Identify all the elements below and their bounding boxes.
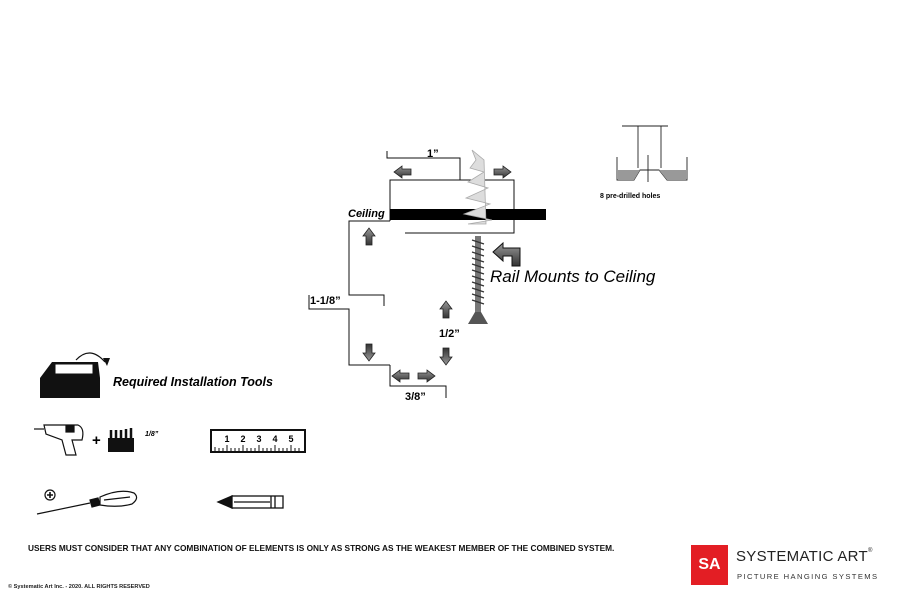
logo-name: SYSTEMATIC ART®: [736, 548, 873, 565]
mount-label: Rail Mounts to Ceiling: [490, 267, 656, 286]
width-dimension: [386, 151, 461, 180]
arrow-left-icon: [391, 369, 410, 383]
depth-label: 3/8”: [405, 391, 426, 403]
ruler-number: 3: [256, 434, 261, 444]
toolbox-icon: [40, 352, 110, 398]
countersink-hole-detail: [616, 125, 688, 182]
arrow-left-icon: [393, 165, 412, 179]
drywall-anchor-icon: [462, 149, 493, 225]
drill-bit-size: 1/8”: [145, 431, 159, 438]
logo-name-text: SYSTEMATIC ART: [736, 548, 869, 565]
phillips-screwdriver-icon: [36, 489, 138, 515]
hook-label: 1/2”: [439, 328, 460, 340]
drill-bits-icon: [108, 428, 134, 452]
arrow-right-icon: [493, 165, 512, 179]
tools-title: Required Installation Tools: [113, 375, 273, 389]
height-label: 1-1/8”: [310, 295, 341, 307]
arrow-up-icon: [439, 300, 453, 319]
ruler-number: 5: [288, 434, 293, 444]
ruler-number: 4: [272, 434, 277, 444]
ruler-number: 2: [240, 434, 245, 444]
arrow-right-icon: [417, 369, 436, 383]
logo-tagline: PICTURE HANGING SYSTEMS: [737, 572, 879, 581]
screw-icon: [468, 236, 488, 324]
copyright: © Systematic Art Inc. - 2020. ALL RIGHTS…: [8, 584, 150, 590]
rail-profile: [389, 179, 515, 234]
safety-warning: USERS MUST CONSIDER THAT ANY COMBINATION…: [28, 543, 615, 553]
height-dimension: [308, 220, 390, 366]
mount-arrow-icon: [492, 241, 521, 267]
holes-label: 8 pre-drilled holes: [600, 193, 660, 200]
drill-icon: [34, 424, 84, 456]
ruler-icon: [210, 429, 306, 453]
depth-dimension: [389, 365, 447, 398]
arrow-up-icon: [362, 227, 376, 246]
logo-mark: SA: [691, 545, 728, 585]
ceiling-label: Ceiling: [348, 208, 385, 220]
ruler-number: 1: [224, 434, 229, 444]
arrow-down-icon: [362, 343, 376, 362]
plus-sign: +: [92, 432, 101, 449]
registered-mark: ®: [868, 548, 873, 554]
pencil-icon: [216, 495, 284, 509]
arrow-down-icon: [439, 347, 453, 366]
width-label: 1”: [427, 148, 439, 160]
